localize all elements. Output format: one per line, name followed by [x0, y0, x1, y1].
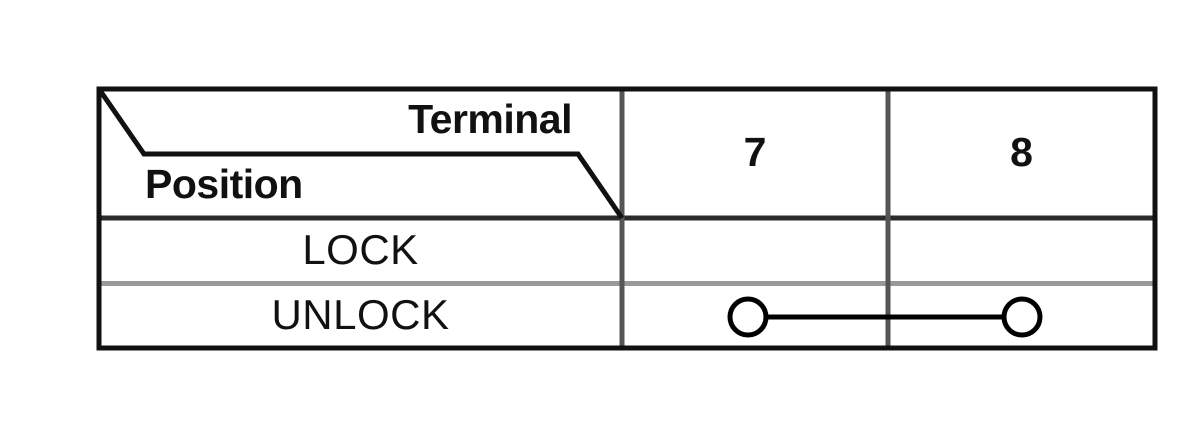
column-header-8: 8	[1010, 129, 1033, 175]
terminal-node-8	[1001, 296, 1043, 338]
continuity-symbol-unlock	[727, 296, 1043, 338]
corner-header-position-label: Position	[145, 161, 303, 207]
row-header-lock: LOCK	[302, 226, 419, 273]
corner-header-terminal-label: Terminal	[408, 96, 572, 142]
row-header-unlock: UNLOCK	[271, 291, 450, 338]
table-outer-border	[96, 86, 1158, 351]
corner-header-diagonal-divider	[96, 87, 625, 220]
terminal-node-7	[727, 296, 769, 338]
column-header-7: 7	[743, 129, 767, 175]
